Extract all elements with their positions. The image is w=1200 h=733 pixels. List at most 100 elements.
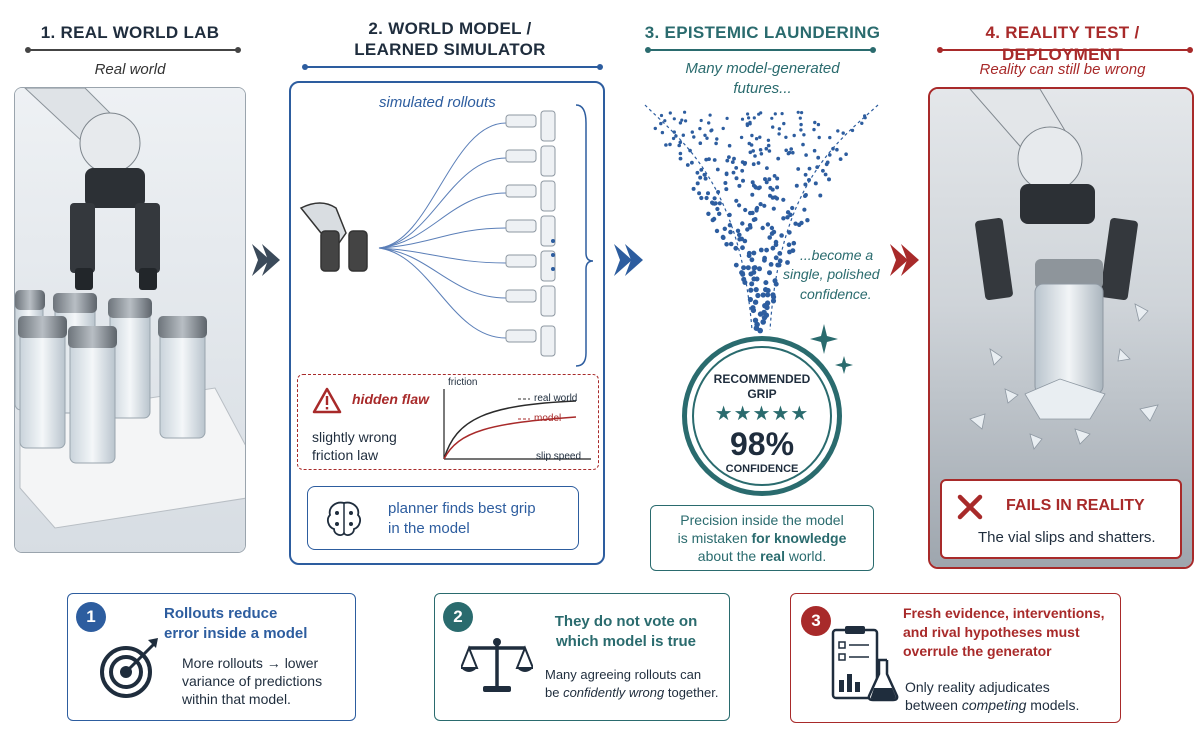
rollout-dot bbox=[735, 228, 741, 233]
rollout-dot bbox=[787, 230, 792, 235]
rollout-dot bbox=[754, 137, 759, 141]
rollout-dot bbox=[732, 156, 736, 161]
rollout-dot bbox=[743, 207, 748, 213]
rollout-dot bbox=[663, 119, 667, 123]
x-mark-icon bbox=[957, 494, 983, 520]
rollout-dot bbox=[692, 135, 696, 139]
rollout-dot bbox=[751, 265, 757, 271]
rollout-dot bbox=[740, 271, 746, 277]
rollout-dot bbox=[714, 228, 720, 234]
rollout-dot bbox=[678, 156, 683, 161]
rollout-dot bbox=[751, 149, 755, 153]
rollout-dot bbox=[691, 186, 696, 191]
rollout-dot bbox=[803, 182, 808, 187]
rollout-dot bbox=[698, 175, 703, 180]
rollout-dot bbox=[680, 118, 684, 122]
rollout-dot bbox=[668, 142, 672, 147]
graph-xlabel: slip speed bbox=[536, 451, 582, 462]
fail-box: FAILS IN REALITY The vial slips and shat… bbox=[940, 479, 1182, 559]
card-3-body-line1: Only reality adjudicates bbox=[905, 679, 1050, 695]
rollout-dot bbox=[734, 176, 739, 181]
rollout-dot bbox=[757, 185, 762, 190]
rollout-dot bbox=[690, 160, 694, 165]
rollout-dot bbox=[815, 165, 820, 169]
rollout-dot bbox=[784, 135, 788, 139]
rollout-dot bbox=[717, 201, 722, 206]
rollout-dot bbox=[760, 225, 765, 231]
rollout-dot bbox=[674, 134, 678, 138]
rollout-dot bbox=[770, 187, 775, 192]
rollout-dot bbox=[757, 327, 763, 334]
rollout-dot bbox=[741, 265, 747, 271]
rollout-dot bbox=[751, 217, 757, 222]
rollout-dot bbox=[746, 112, 750, 116]
column-3-rule bbox=[645, 47, 876, 53]
rollout-dot bbox=[758, 148, 763, 152]
become-line1: ...become a bbox=[800, 247, 874, 263]
rollout-dot bbox=[733, 262, 739, 268]
rollout-dot bbox=[772, 174, 777, 178]
card-1-head-line1: Rollouts reduce bbox=[164, 605, 278, 622]
rollout-dot bbox=[728, 229, 733, 235]
rollout-dot bbox=[750, 307, 757, 314]
rollout-dot bbox=[708, 113, 712, 117]
rollout-dot bbox=[753, 287, 759, 293]
rollout-dot bbox=[754, 276, 760, 282]
rollout-dot bbox=[798, 116, 802, 120]
rollout-dot bbox=[758, 135, 762, 139]
rollout-dot bbox=[800, 111, 804, 115]
rollout-dot bbox=[707, 157, 711, 161]
rollout-dot bbox=[704, 195, 709, 201]
graph-legend-model: model bbox=[534, 413, 562, 424]
rollout-dot bbox=[722, 226, 727, 231]
card-1-body-line1: More rollouts → lower bbox=[182, 655, 319, 671]
rollout-dot bbox=[754, 208, 759, 213]
insight-card-3: 3 Fresh evidence, interventions, and riv… bbox=[790, 593, 1121, 723]
rollout-dot bbox=[724, 187, 729, 192]
rollout-dot bbox=[707, 121, 711, 125]
planner-line1: planner finds best grip bbox=[388, 500, 536, 517]
rollout-dot bbox=[699, 195, 704, 201]
rollout-dot bbox=[813, 120, 817, 125]
rollout-dot bbox=[863, 116, 867, 120]
rollout-dot bbox=[802, 133, 806, 137]
badge-stars: ★★★★★ bbox=[714, 401, 810, 425]
rollout-dot bbox=[781, 216, 786, 221]
rollout-dot bbox=[716, 190, 721, 194]
rollout-dot bbox=[786, 242, 792, 247]
rollout-dot bbox=[659, 121, 663, 126]
rollout-dot bbox=[745, 265, 751, 271]
graph-legend-real: real world bbox=[534, 393, 578, 404]
column-3-title: 3. EPISTEMIC LAUNDERING bbox=[644, 23, 881, 42]
simulator-panel: simulated rollouts bbox=[289, 81, 605, 565]
rollout-dot bbox=[799, 122, 803, 127]
rollout-dot bbox=[807, 178, 811, 182]
rollout-dot bbox=[804, 153, 808, 157]
rollout-dot bbox=[759, 152, 764, 156]
rollout-dot bbox=[773, 112, 777, 116]
rollout-dot bbox=[664, 143, 668, 147]
rollout-dot bbox=[781, 197, 786, 202]
rollout-dot bbox=[733, 245, 739, 251]
rollout-dot bbox=[672, 130, 676, 134]
rollout-dot bbox=[678, 151, 683, 156]
rollout-dot bbox=[678, 121, 683, 125]
rollout-dot bbox=[715, 137, 719, 141]
rollout-dot bbox=[776, 262, 782, 268]
rollout-dot bbox=[759, 111, 763, 115]
rollout-dot bbox=[706, 211, 711, 216]
rollouts-label: simulated rollouts bbox=[379, 94, 496, 111]
rollout-dot bbox=[766, 138, 771, 142]
rollout-dot bbox=[748, 287, 754, 293]
card-2-body-line2-a: be bbox=[545, 685, 564, 700]
rollout-dot bbox=[710, 217, 715, 223]
real-world-lab-image bbox=[14, 87, 246, 553]
badge-line2: GRIP bbox=[747, 387, 777, 401]
rollout-dot bbox=[773, 281, 779, 287]
rollout-dot bbox=[697, 191, 702, 196]
column-3-subtitle-line2: futures... bbox=[733, 80, 792, 97]
planner-box: planner finds best grip in the model bbox=[307, 486, 579, 550]
arrow-right-icon bbox=[252, 244, 280, 276]
rollout-dot bbox=[684, 119, 688, 123]
insight-card-1: 1 Rollouts reduce error inside a model M… bbox=[67, 593, 356, 721]
